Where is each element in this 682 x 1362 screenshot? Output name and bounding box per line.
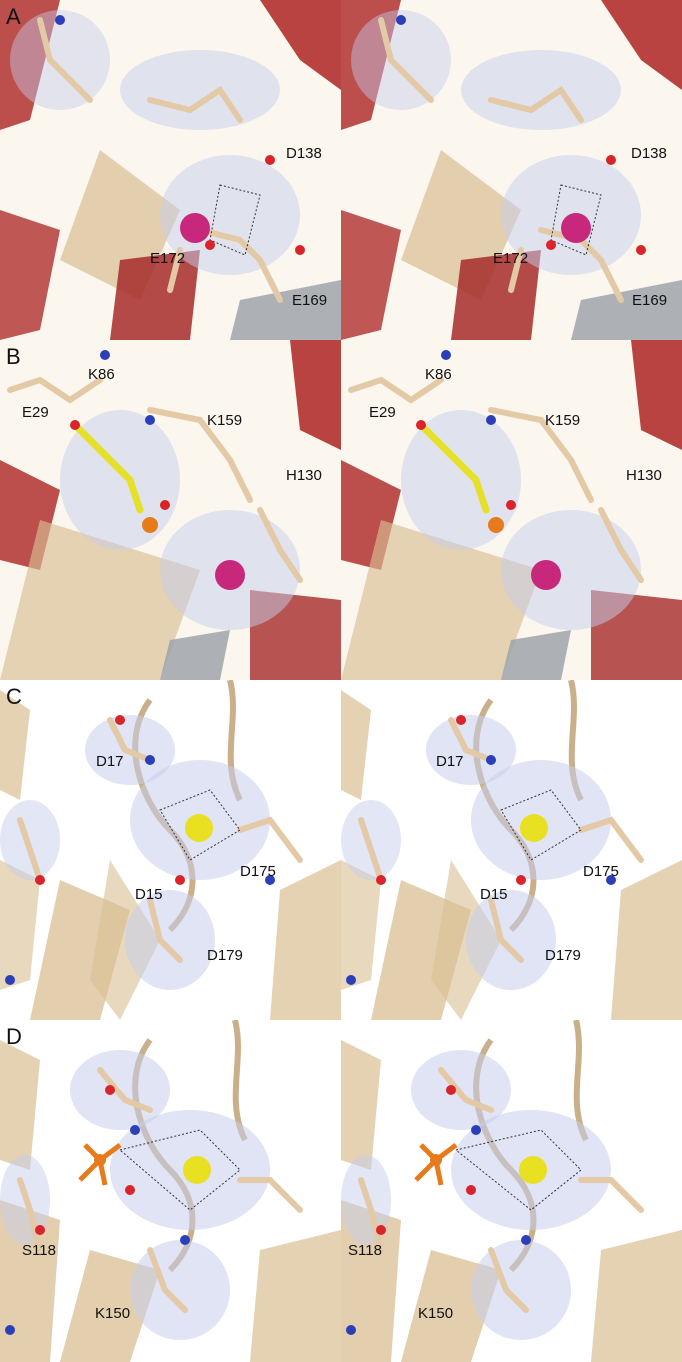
panel-c-left-view — [0, 680, 341, 1020]
panel-b-left-view — [0, 340, 341, 680]
panel-c-left-render — [0, 680, 341, 1020]
panel-b-left-render — [0, 340, 341, 680]
panel-d-right-render — [341, 1020, 682, 1362]
panel-d-left-view — [0, 1020, 341, 1362]
label-e172-right: E172 — [493, 250, 529, 267]
panel-a-right-render — [341, 0, 682, 340]
label-d15-left: D15 — [135, 886, 163, 903]
label-d175-right: D175 — [583, 863, 619, 880]
label-k86-left: K86 — [88, 366, 115, 383]
label-h130-left: H130 — [286, 467, 322, 484]
label-d138-right: D138 — [631, 145, 667, 162]
label-e29-right: E29 — [369, 404, 396, 421]
panel-d-right-view — [341, 1020, 682, 1362]
label-k159-left: K159 — [207, 412, 243, 429]
label-e29-left: E29 — [22, 404, 49, 421]
panel-a-left-view — [0, 0, 341, 340]
label-d138-left: D138 — [286, 145, 322, 162]
label-e169-left: E169 — [292, 292, 328, 309]
label-d175-left: D175 — [240, 863, 276, 880]
panel-a-letter: A — [6, 4, 21, 29]
label-d17-left: D17 — [96, 753, 124, 770]
label-d15-right: D15 — [480, 886, 508, 903]
panel-d-letter: D — [6, 1024, 22, 1049]
label-e169-right: E169 — [632, 292, 668, 309]
label-s118-left: S118 — [22, 1242, 56, 1259]
panel-d: D S118 K150 S118 K150 — [0, 1020, 682, 1362]
label-k86-right: K86 — [425, 366, 452, 383]
panel-a-left-render — [0, 0, 341, 340]
panel-b: B K86 E29 K159 H130 K86 E29 K159 H130 — [0, 340, 682, 680]
panel-c-right-render — [341, 680, 682, 1020]
label-d179-left: D179 — [207, 947, 243, 964]
panel-a: A D138 E172 E169 D138 E172 E169 — [0, 0, 682, 340]
label-k159-right: K159 — [545, 412, 581, 429]
label-k150-right: K150 — [418, 1305, 454, 1322]
label-d17-right: D17 — [436, 753, 464, 770]
panel-c-letter: C — [6, 684, 22, 709]
label-d179-right: D179 — [545, 947, 581, 964]
label-k150-left: K150 — [95, 1305, 131, 1322]
panel-c: C D17 D175 D15 D179 D17 D175 D15 D179 — [0, 680, 682, 1020]
panel-c-right-view — [341, 680, 682, 1020]
panel-b-letter: B — [6, 344, 21, 369]
panel-b-right-view — [341, 340, 682, 680]
panel-d-left-render — [0, 1020, 341, 1362]
label-s118-right: S118 — [348, 1242, 382, 1259]
label-e172-left: E172 — [150, 250, 186, 267]
label-h130-right: H130 — [626, 467, 662, 484]
panel-b-right-render — [341, 340, 682, 680]
panel-a-right-view — [341, 0, 682, 340]
